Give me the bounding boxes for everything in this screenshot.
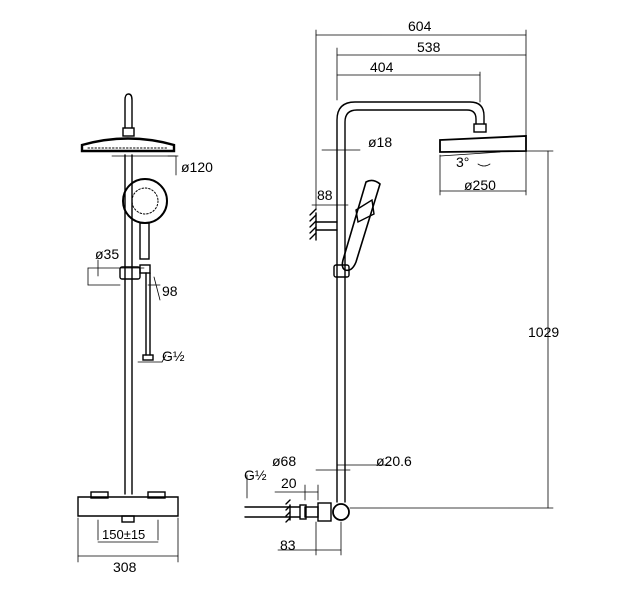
side-overhead-shower bbox=[439, 135, 527, 153]
side-mixer-body bbox=[332, 503, 350, 521]
label-side-head-tilt: 3° bbox=[456, 154, 469, 170]
side-view bbox=[244, 101, 527, 523]
front-view bbox=[77, 93, 179, 523]
front-hand-shower bbox=[122, 178, 168, 224]
front-overhead-shower bbox=[80, 137, 176, 153]
label-side-head-diameter: ø250 bbox=[464, 177, 496, 193]
front-slider-bracket bbox=[119, 266, 141, 280]
label-side-inlet-thread: G½ bbox=[244, 467, 267, 483]
label-front-head-diameter: ø120 bbox=[181, 159, 213, 175]
label-front-bracket-height: 98 bbox=[162, 283, 178, 299]
front-dimension-lines bbox=[77, 155, 179, 563]
label-side-escutcheon-diameter: ø68 bbox=[272, 453, 296, 469]
side-head-nut bbox=[473, 123, 487, 133]
label-side-holder-projection: 88 bbox=[317, 187, 333, 203]
front-hand-shower-handle bbox=[139, 222, 150, 260]
label-side-pipe-diameter: ø20.6 bbox=[376, 453, 412, 469]
label-side-overall-height: 1029 bbox=[528, 324, 559, 340]
front-arm-stub bbox=[124, 93, 133, 129]
side-slider-bracket bbox=[333, 264, 350, 278]
label-front-overall-width: 308 bbox=[113, 559, 137, 575]
front-nut bbox=[122, 127, 135, 137]
side-riser-and-arm bbox=[336, 101, 485, 503]
label-front-inlet-spacing: 150±15 bbox=[102, 527, 145, 542]
front-thermostatic-mixer bbox=[77, 496, 179, 517]
label-side-inlet-offset: 20 bbox=[281, 475, 297, 491]
label-front-hose-thread: G½ bbox=[162, 348, 185, 364]
side-wall-bracket bbox=[315, 221, 338, 231]
side-wall-plate-upper bbox=[309, 208, 317, 241]
label-side-overall-projection: 604 bbox=[408, 18, 432, 34]
label-side-arm-length: 404 bbox=[370, 59, 394, 75]
label-side-arm-projection: 538 bbox=[417, 39, 441, 55]
side-hand-shower bbox=[341, 179, 381, 272]
label-side-wall-to-mixer: 83 bbox=[280, 537, 296, 553]
label-front-bar-diameter: ø35 bbox=[95, 246, 119, 262]
side-dimension-lines bbox=[246, 29, 554, 556]
label-side-arm-diameter: ø18 bbox=[368, 134, 392, 150]
